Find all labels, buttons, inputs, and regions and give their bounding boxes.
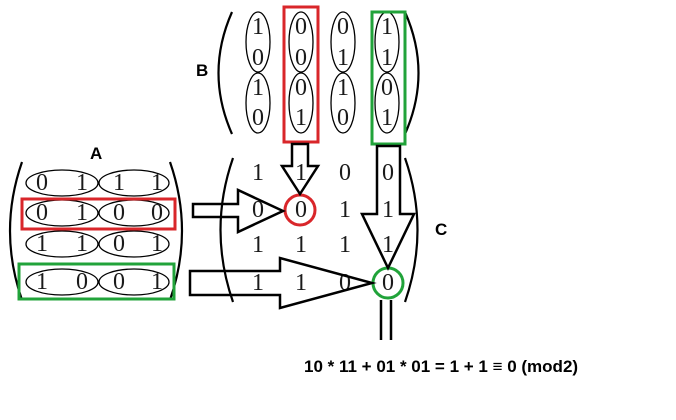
double-line-connector — [379, 300, 393, 340]
matrix-a-entry-r2-c4: 0 — [151, 200, 163, 226]
matrix-a-entry-r3-c4: 1 — [151, 231, 163, 257]
matrix-b-entry-r2-c1: 0 — [252, 45, 264, 71]
matrix-c-entry-r1-c1: 1 — [252, 160, 264, 186]
matrix-a-row-ovals — [25, 169, 170, 296]
red-row-highlight — [20, 197, 177, 231]
matrix-b-entry-r4-c3: 0 — [337, 105, 349, 131]
label-a: A — [90, 144, 102, 163]
matrix-b-entry-r2-c2: 0 — [295, 45, 307, 71]
matrix-a-entry-r1-c2: 1 — [76, 170, 88, 196]
matrix-b-entries: 1 0 0 1 0 0 1 1 1 0 1 0 0 1 0 1 — [252, 14, 393, 131]
matrix-a-entry-r4-c4: 1 — [151, 269, 163, 295]
computation-equation: 10 * 11 + 01 * 01 = 1 + 1 ≡ 0 (mod2) — [304, 357, 578, 376]
matrix-a-entry-r3-c3: 0 — [113, 231, 125, 257]
matrix-b-entry-r1-c4: 1 — [381, 14, 393, 40]
matrix-a-entry-r1-c1: 0 — [36, 170, 48, 196]
column-arrow-green — [360, 144, 416, 271]
matrix-b-column-ovals — [245, 11, 400, 134]
matrix-b-entry-r1-c1: 1 — [252, 14, 264, 40]
matrix-c-entry-r1-c4: 0 — [382, 160, 394, 186]
matrix-b-entry-r4-c1: 0 — [252, 105, 264, 131]
matrix-b-entry-r2-c3: 1 — [337, 45, 349, 71]
matrix-c-entry-r2-c1: 0 — [252, 197, 264, 223]
matrix-b-entry-r3-c1: 1 — [252, 75, 264, 101]
label-c: C — [435, 220, 447, 239]
column-arrow-red — [279, 142, 321, 197]
matrix-c-entry-r3-c3: 1 — [339, 232, 351, 258]
matrix-a-entry-r3-c2: 1 — [76, 231, 88, 257]
matrix-a-entry-r3-c1: 1 — [36, 231, 48, 257]
matrix-c-entry-r3-c2: 1 — [295, 232, 307, 258]
matrix-a-entry-r4-c2: 0 — [76, 269, 88, 295]
matrix-a-entry-r2-c1: 0 — [36, 200, 48, 226]
row-arrow-green — [188, 256, 377, 310]
matrix-b-entry-r4-c4: 1 — [381, 105, 393, 131]
matrix-a-entry-r1-c4: 1 — [151, 170, 163, 196]
label-b: B — [196, 61, 208, 80]
green-column-highlight — [370, 10, 407, 146]
matrix-c-entry-r3-c4: 1 — [382, 232, 394, 258]
matrix-b-entry-r2-c4: 1 — [381, 45, 393, 71]
matrix-a-entry-r1-c3: 1 — [113, 170, 125, 196]
matrix-c-entry-r4-c2: 1 — [295, 270, 307, 296]
matrix-c-entry-r4-c4: 0 — [382, 270, 394, 296]
matrix-c-entry-r1-c2: 1 — [295, 160, 307, 186]
matrix-b-entry-r1-c3: 0 — [337, 14, 349, 40]
row-arrow-red — [191, 188, 286, 234]
matrix-c-entry-r2-c3: 1 — [339, 197, 351, 223]
matrix-b-entry-r3-c4: 0 — [381, 75, 393, 101]
matrix-b-entry-r4-c2: 1 — [295, 105, 307, 131]
matrix-a-entry-r2-c2: 1 — [76, 200, 88, 226]
matrix-b-entry-r3-c2: 0 — [295, 75, 307, 101]
matrix-b-entry-r1-c2: 0 — [295, 14, 307, 40]
matrix-a-entry-r4-c3: 0 — [113, 269, 125, 295]
green-row-highlight — [17, 262, 176, 301]
matrix-b-entry-r3-c3: 1 — [337, 75, 349, 101]
matrix-c-brackets — [219, 157, 419, 303]
matrix-c-entry-r3-c1: 1 — [252, 232, 264, 258]
matrix-b-brackets — [217, 11, 420, 135]
matrix-a-entry-r4-c1: 1 — [36, 269, 48, 295]
red-column-highlight — [282, 5, 320, 144]
matrix-c-entry-r2-c2: 0 — [295, 197, 307, 223]
matrix-a-entry-r2-c3: 0 — [113, 200, 125, 226]
matrix-c-entry-r1-c3: 0 — [339, 160, 351, 186]
matrix-c-entry-r4-c1: 1 — [252, 270, 264, 296]
matrix-c-entry-r2-c4: 1 — [382, 197, 394, 223]
